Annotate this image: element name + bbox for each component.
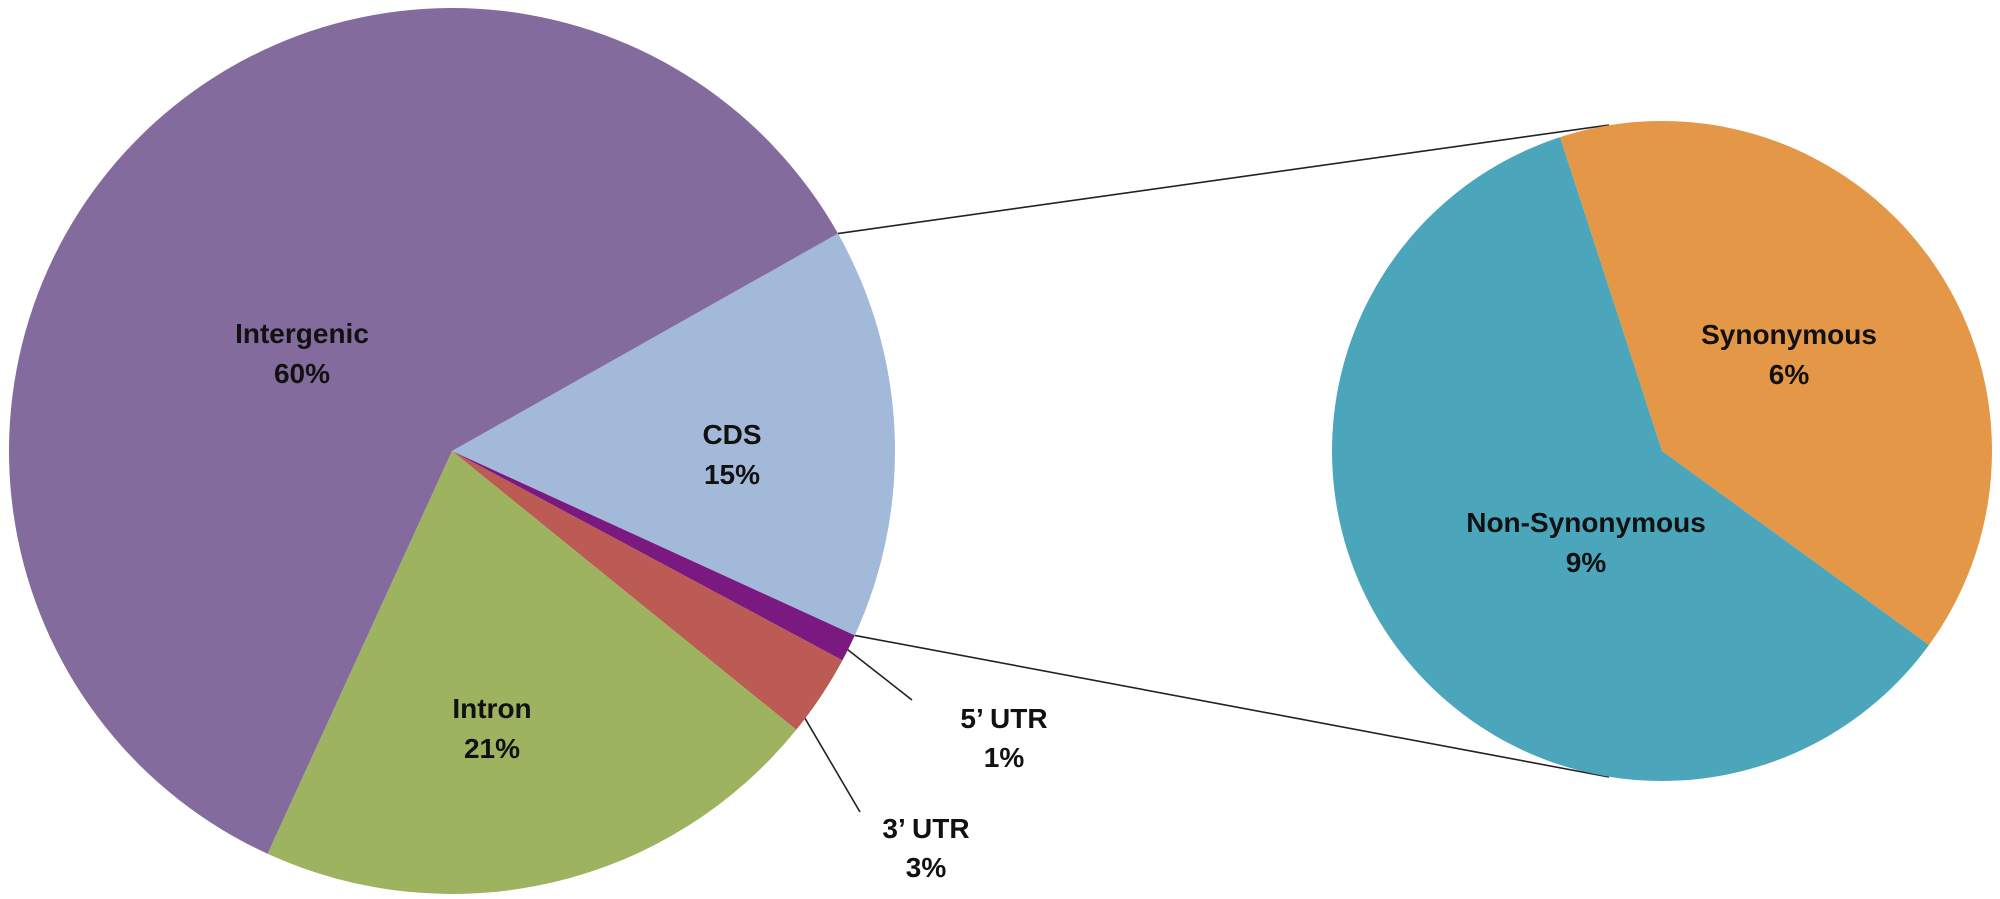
label-3utr-name: 3’ UTR	[882, 813, 969, 844]
leader-3utr	[798, 708, 861, 813]
slice-labels: Intergenic 60% CDS 15% Intron 21% 5’ UTR…	[235, 318, 1877, 883]
label-intron-value: 21%	[464, 733, 520, 764]
slice-intergenic	[9, 7, 838, 854]
connector-bottom	[854, 634, 1610, 778]
main-pie	[9, 7, 895, 894]
label-cds-name: CDS	[702, 419, 761, 450]
connector-lines	[798, 124, 1610, 813]
cds-breakdown-pie	[1332, 120, 1993, 781]
label-5utr-name: 5’ UTR	[960, 703, 1047, 734]
label-intron-name: Intron	[452, 693, 531, 724]
label-synonymous-value: 6%	[1769, 359, 1810, 390]
label-cds-value: 15%	[704, 459, 760, 490]
label-intergenic-value: 60%	[274, 358, 330, 389]
slice-cds	[452, 233, 895, 636]
label-synonymous-name: Synonymous	[1701, 319, 1877, 350]
leader-5utr	[839, 642, 913, 701]
label-5utr-value: 1%	[984, 742, 1025, 773]
slice-intron	[267, 451, 797, 894]
slice-synonymous	[1560, 120, 1993, 645]
slice-5-utr	[452, 451, 855, 661]
slice-non-synonymous	[1332, 137, 1929, 781]
label-intergenic-name: Intergenic	[235, 318, 369, 349]
label-nonsynonymous-name: Non-Synonymous	[1466, 507, 1706, 538]
label-3utr-value: 3%	[906, 852, 947, 883]
label-nonsynonymous-value: 9%	[1566, 547, 1607, 578]
connector-top	[837, 124, 1610, 235]
slice-3-utr	[452, 451, 843, 730]
